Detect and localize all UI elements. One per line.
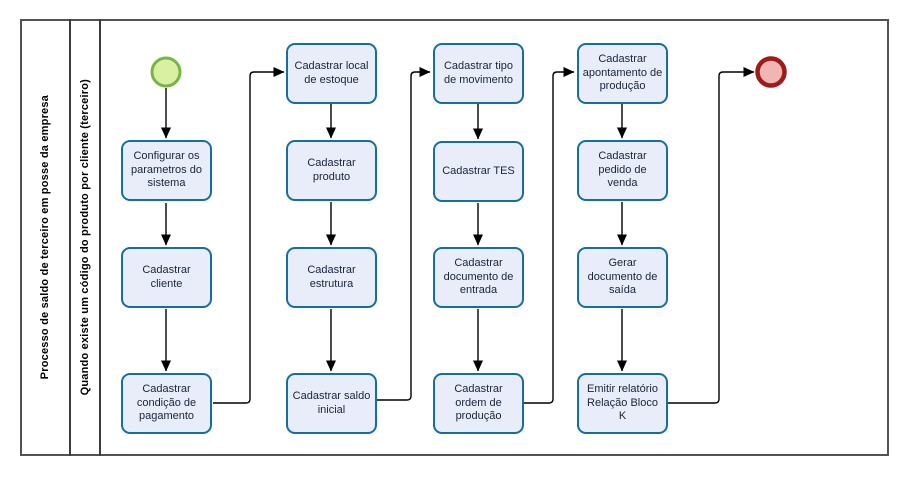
task-label: Cadastrar produto — [307, 156, 356, 183]
task-label: Cadastrar tipo de movimento — [443, 59, 514, 86]
task-cadastrar-apontamento-producao[interactable]: Cadastrar apontamento de produção — [577, 43, 668, 104]
task-label: Cadastrar apontamento de produção — [582, 52, 663, 93]
start-event[interactable] — [150, 56, 182, 88]
task-label: Cadastrar ordem de produção — [454, 382, 503, 423]
task-label: Cadastrar TES — [442, 164, 515, 177]
task-gerar-documento-saida[interactable]: Gerar documento de saída — [577, 247, 668, 308]
task-label: Cadastrar documento de entrada — [443, 256, 514, 297]
task-cadastrar-tipo-movimento[interactable]: Cadastrar tipo de movimento — [433, 43, 524, 104]
task-label: Cadastrar local de estoque — [294, 59, 369, 86]
task-cadastrar-cliente[interactable]: Cadastrar cliente — [121, 247, 212, 308]
task-cadastrar-ordem-producao[interactable]: Cadastrar ordem de produção — [433, 373, 524, 434]
task-cadastrar-estrutura[interactable]: Cadastrar estrutura — [286, 247, 377, 308]
task-cadastrar-tes[interactable]: Cadastrar TES — [433, 141, 524, 202]
lane-title-band: Quando existe um código do produto por c… — [71, 19, 101, 456]
sequence-flows — [161, 67, 755, 404]
task-label: Cadastrar condição de pagamento — [136, 382, 197, 423]
flow-emitir-to-end — [668, 67, 755, 404]
flow-condicao-to-local — [213, 67, 285, 404]
task-configurar-parametros[interactable]: Configurar os parametros do sistema — [121, 140, 212, 201]
task-label: Gerar documento de saída — [587, 256, 658, 297]
task-label: Cadastrar pedido de venda — [598, 149, 647, 190]
task-label: Configurar os parametros do sistema — [131, 149, 202, 190]
task-cadastrar-documento-entrada[interactable]: Cadastrar documento de entrada — [433, 247, 524, 308]
end-event[interactable] — [755, 56, 787, 88]
pool-title-band: Processo de saldo de terceiro em posse d… — [20, 19, 71, 456]
task-label: Cadastrar saldo inicial — [292, 389, 371, 416]
task-cadastrar-pedido-venda[interactable]: Cadastrar pedido de venda — [577, 140, 668, 201]
task-cadastrar-produto[interactable]: Cadastrar produto — [286, 140, 377, 201]
task-label: Cadastrar cliente — [142, 263, 191, 290]
task-cadastrar-saldo-inicial[interactable]: Cadastrar saldo inicial — [286, 373, 377, 434]
flow-ordem-to-apontamento — [524, 67, 575, 404]
task-emitir-relatorio-bloco-k[interactable]: Emitir relatório Relação Bloco K — [577, 373, 668, 434]
task-cadastrar-local-estoque[interactable]: Cadastrar local de estoque — [286, 43, 377, 104]
task-cadastrar-condicao-pagamento[interactable]: Cadastrar condição de pagamento — [121, 373, 212, 434]
flow-saldo-to-tipo — [377, 67, 431, 401]
task-label: Cadastrar estrutura — [307, 263, 356, 290]
task-label: Emitir relatório Relação Bloco K — [587, 382, 658, 423]
